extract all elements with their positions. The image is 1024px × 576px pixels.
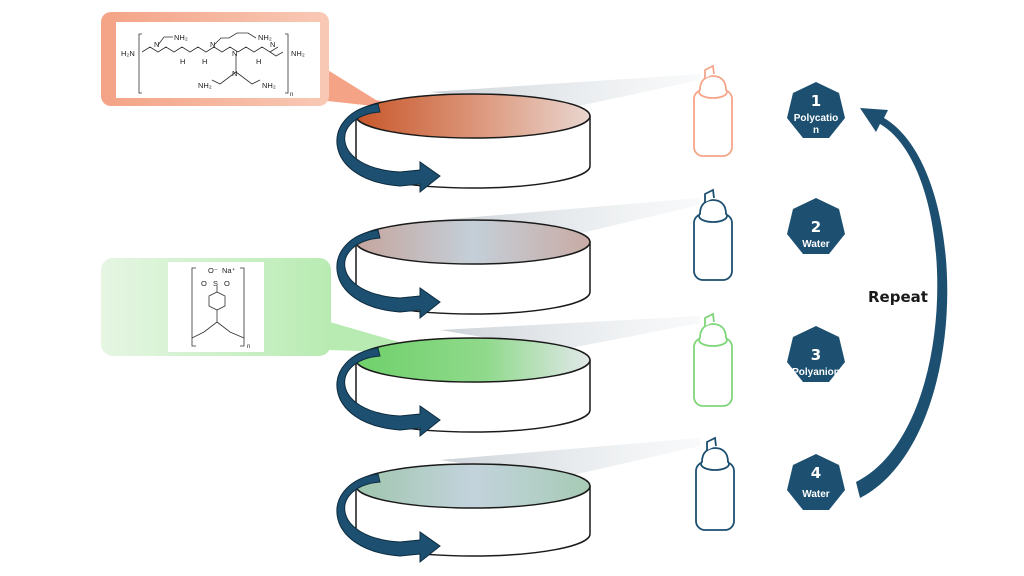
polycation-callout — [101, 12, 430, 112]
svg-text:NH₂: NH₂ — [174, 33, 188, 42]
svg-text:N: N — [270, 40, 275, 49]
svg-text:NH₂: NH₂ — [262, 81, 276, 90]
polyanion-callout — [101, 258, 440, 356]
svg-text:3: 3 — [811, 346, 821, 364]
svg-text:N: N — [232, 69, 237, 78]
rotation-arrow-3 — [336, 347, 441, 438]
svg-text:Water: Water — [802, 239, 830, 250]
svg-text:NH₂: NH₂ — [291, 49, 305, 58]
svg-text:4: 4 — [811, 464, 821, 482]
step-badge-4: 4 Water — [787, 454, 845, 510]
spray-bottle-2 — [693, 188, 733, 281]
svg-text:H: H — [180, 57, 185, 66]
step-badge-2: 2 Water — [787, 198, 845, 254]
step-badge-3: 3 Polyanion — [787, 326, 845, 382]
pei-structure — [138, 32, 289, 94]
svg-text:n: n — [290, 92, 293, 98]
svg-text:H₂N: H₂N — [121, 49, 135, 58]
rotation-arrow-1 — [336, 103, 441, 194]
svg-text:Water: Water — [802, 489, 830, 500]
svg-text:N: N — [154, 40, 159, 49]
svg-text:O: O — [224, 279, 230, 288]
svg-text:H: H — [256, 57, 261, 66]
spray-bottle-3 — [693, 312, 733, 407]
pss-labels: O⁻ Na⁺ O S O n — [201, 266, 250, 350]
step-badge-1: 1 Polycatio n — [787, 82, 845, 138]
svg-text:n: n — [247, 344, 250, 350]
rotation-arrow-4 — [336, 473, 441, 564]
svg-text:n: n — [813, 125, 819, 136]
svg-text:1: 1 — [811, 92, 821, 110]
substrate-disc-3 — [355, 337, 591, 433]
rotation-arrow-2 — [336, 229, 441, 320]
svg-text:Polycatio: Polycatio — [794, 113, 838, 124]
spray-bottle-1 — [693, 64, 733, 157]
svg-text:O⁻: O⁻ — [208, 266, 218, 275]
repeat-label: Repeat — [868, 288, 928, 306]
substrate-disc-4 — [355, 463, 591, 557]
spray-bottle-4 — [695, 436, 735, 531]
svg-text:Na⁺: Na⁺ — [222, 266, 236, 275]
pei-labels: H₂N N N N N N H H H NH₂ NH₂ NH₂ NH₂ NH₂ … — [121, 33, 305, 98]
substrate-disc-2 — [355, 219, 591, 315]
svg-text:Polyanion: Polyanion — [792, 367, 840, 378]
svg-text:O: O — [201, 279, 207, 288]
svg-text:N: N — [232, 49, 237, 58]
svg-text:H: H — [202, 57, 207, 66]
svg-text:NH₂: NH₂ — [258, 33, 272, 42]
svg-text:NH₂: NH₂ — [198, 81, 212, 90]
svg-text:2: 2 — [811, 218, 821, 236]
pss-structure — [191, 267, 245, 347]
svg-text:S: S — [213, 279, 218, 288]
svg-text:N: N — [210, 40, 215, 49]
repeat-arrow — [856, 108, 948, 498]
